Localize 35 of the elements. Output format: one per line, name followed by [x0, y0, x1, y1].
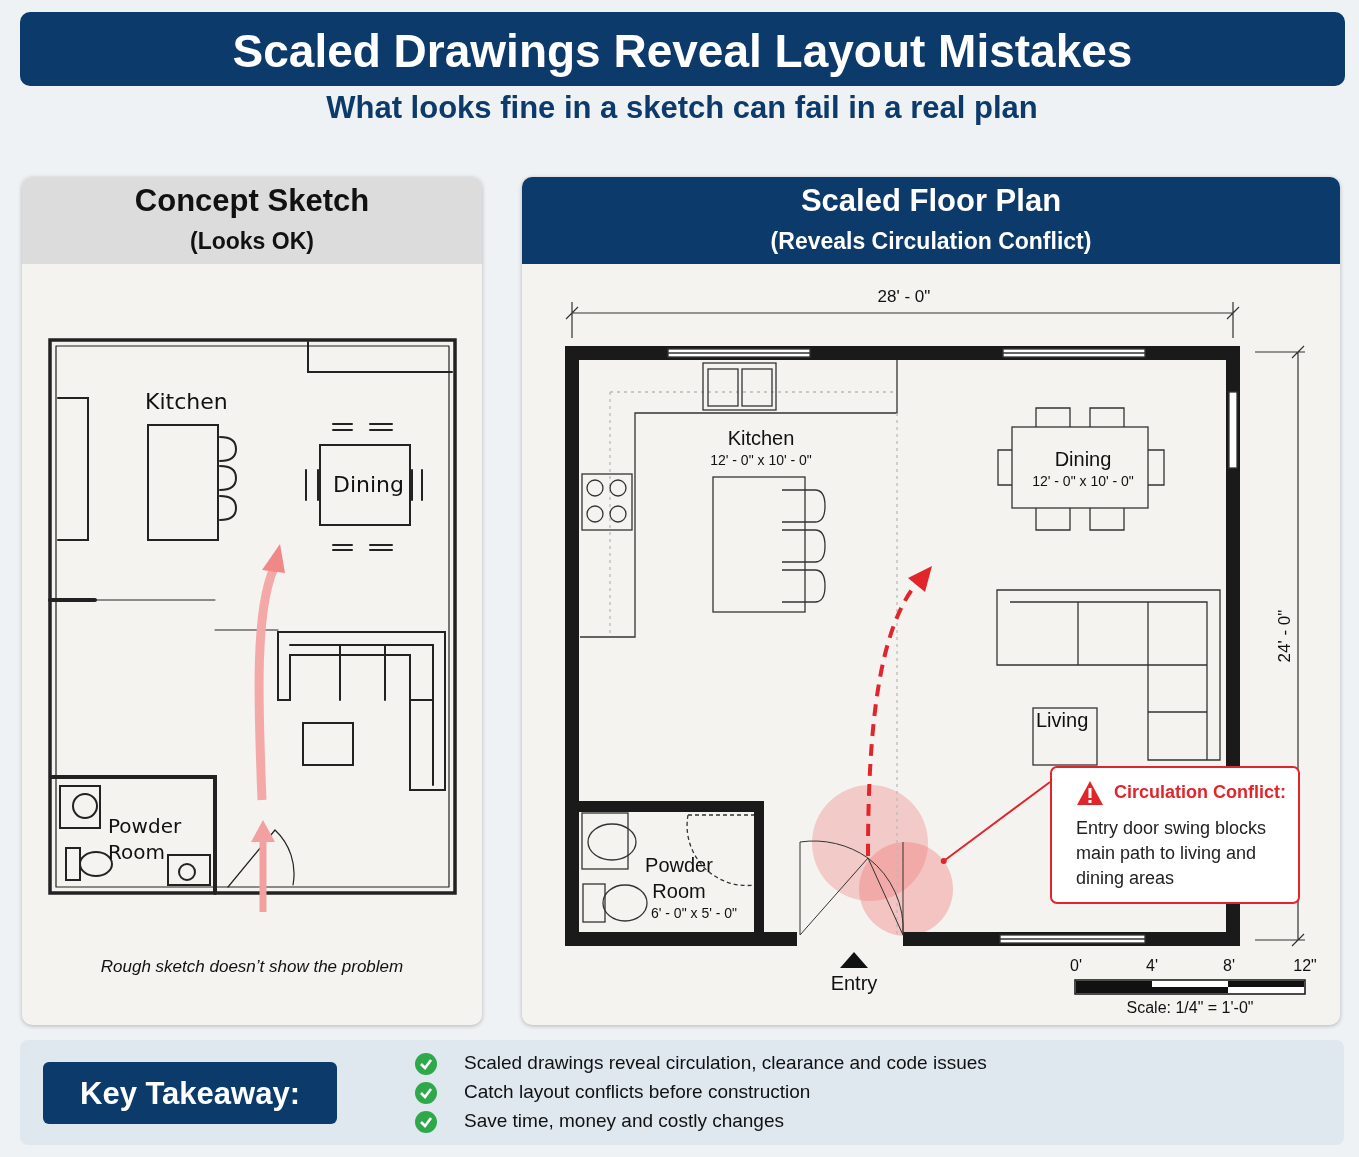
- callout-title: Circulation Conflict:: [1114, 782, 1286, 803]
- dimension-text: 12' - 0" x 10' - 0": [709, 452, 813, 468]
- dimension-text: 24' - 0": [1275, 608, 1295, 665]
- scale-tick-label: 4': [1145, 957, 1159, 975]
- room-label: Dining: [1053, 448, 1113, 471]
- panel-subtitle: (Looks OK): [189, 227, 315, 256]
- caption-note: Rough sketch doesn’t show the problem: [99, 957, 405, 977]
- subtitle: What looks fine in a sketch can fail in a real plan: [325, 90, 1039, 126]
- bullet-text: Catch layout conflicts before construction: [464, 1081, 811, 1103]
- room-label: Powder Room: [108, 813, 183, 865]
- title: Scaled Drawings Reveal Layout Mistakes: [231, 24, 1134, 78]
- takeaway-heading: Key Takeaway:: [79, 1076, 301, 1112]
- bullet-text: Save time, money and costly changes: [464, 1110, 784, 1132]
- callout-text: Entry door swing blocks main path to living and dining areas: [1076, 817, 1268, 890]
- callout-box: [1050, 766, 1300, 904]
- dimension-text: 12' - 0" x 10' - 0": [1031, 473, 1135, 489]
- panel-subtitle: (Reveals Circulation Conflict): [769, 227, 1093, 256]
- entry-label: Entry: [829, 972, 879, 995]
- room-label: Dining: [333, 472, 405, 497]
- room-label: Powder Room: [644, 853, 714, 904]
- room-label: Living: [1036, 709, 1089, 732]
- scale-tick-label: 8': [1222, 957, 1236, 975]
- room-label: Kitchen: [726, 427, 796, 450]
- panel-title: Scaled Floor Plan: [799, 183, 1063, 219]
- takeaway-box: [43, 1062, 337, 1124]
- scale-note: Scale: 1/4" = 1'-0": [1125, 999, 1255, 1017]
- scale-tick-label: 12": [1292, 957, 1318, 975]
- scale-tick-label: 0': [1069, 957, 1083, 975]
- panel-title: Concept Sketch: [133, 183, 371, 219]
- dimension-text: 6' - 0" x 5' - 0": [649, 905, 739, 921]
- sketch-panel: [22, 177, 482, 1025]
- dimension-text: 28' - 0": [876, 287, 932, 307]
- floor-plan-panel: [522, 177, 1340, 1025]
- bullet-text: Scaled drawings reveal circulation, clearance and code issues: [464, 1052, 987, 1074]
- room-label: Kitchen: [145, 389, 228, 414]
